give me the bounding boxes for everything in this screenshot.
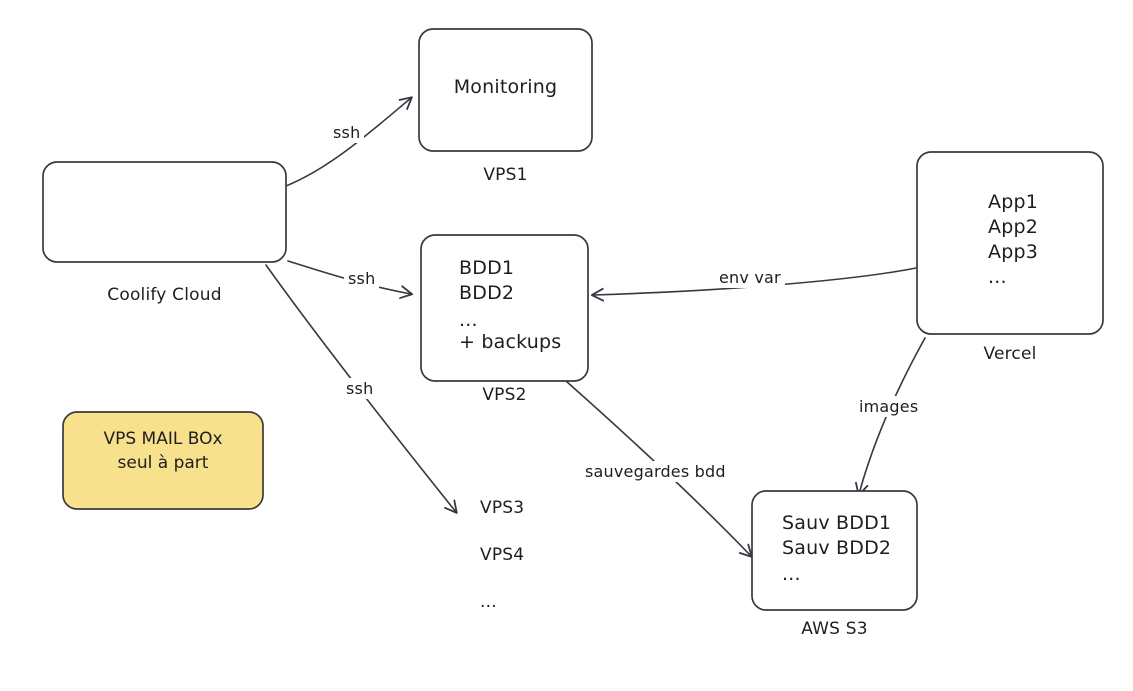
node-vps2-line-3: ... xyxy=(459,309,478,331)
node-vps1-body: Monitoring xyxy=(453,76,558,98)
node-vercel-shape[interactable] xyxy=(916,151,1104,335)
node-vps1-shape[interactable] xyxy=(418,28,593,152)
edge-label-vercel-to-vps2: env var xyxy=(715,267,785,288)
node-vps2-line-2: BDD2 xyxy=(459,282,515,304)
node-aws-line-1: Sauv BDD1 xyxy=(782,512,892,534)
edge-coolify-to-vps2 xyxy=(287,260,411,294)
node-vercel-line-1: App1 xyxy=(988,191,1039,213)
sticky-note-line-1: VPS MAIL BOx xyxy=(103,429,223,449)
edge-coolify-to-vps1 xyxy=(285,98,411,187)
node-vercel-line-4: ... xyxy=(988,266,1007,288)
edge-label-vercel-to-aws: images xyxy=(855,396,923,417)
edge-label-coolify-to-vps3: ssh xyxy=(342,378,378,399)
node-vps2-caption: VPS2 xyxy=(482,385,527,405)
node-aws-line-3: ... xyxy=(782,563,801,585)
node-aws-line-2: Sauv BDD2 xyxy=(782,537,892,559)
sticky-note-shape[interactable] xyxy=(62,411,264,510)
node-coolify-caption: Coolify Cloud xyxy=(107,285,222,305)
node-coolify-shape[interactable] xyxy=(42,161,287,263)
node-vps2-shape[interactable] xyxy=(420,234,589,382)
node-aws-caption: AWS S3 xyxy=(801,619,868,639)
sticky-note-line-2: seul à part xyxy=(117,453,209,473)
label-vps4: VPS4 xyxy=(480,545,525,565)
node-vercel-line-2: App2 xyxy=(988,216,1039,238)
node-vps1-caption: VPS1 xyxy=(483,165,528,185)
edge-label-coolify-to-vps1: ssh xyxy=(329,122,365,143)
node-aws-shape[interactable] xyxy=(751,490,918,611)
edge-label-coolify-to-vps2: ssh xyxy=(344,268,380,289)
node-vps2-line-4: + backups xyxy=(459,331,562,353)
label-ellipsis: ... xyxy=(480,592,497,612)
node-vercel-line-3: App3 xyxy=(988,241,1039,263)
node-vps2-line-1: BDD1 xyxy=(459,257,515,279)
edge-label-vps2-to-aws: sauvegardes bdd xyxy=(581,461,730,482)
label-vps3: VPS3 xyxy=(480,498,525,518)
node-vercel-caption: Vercel xyxy=(983,344,1037,364)
